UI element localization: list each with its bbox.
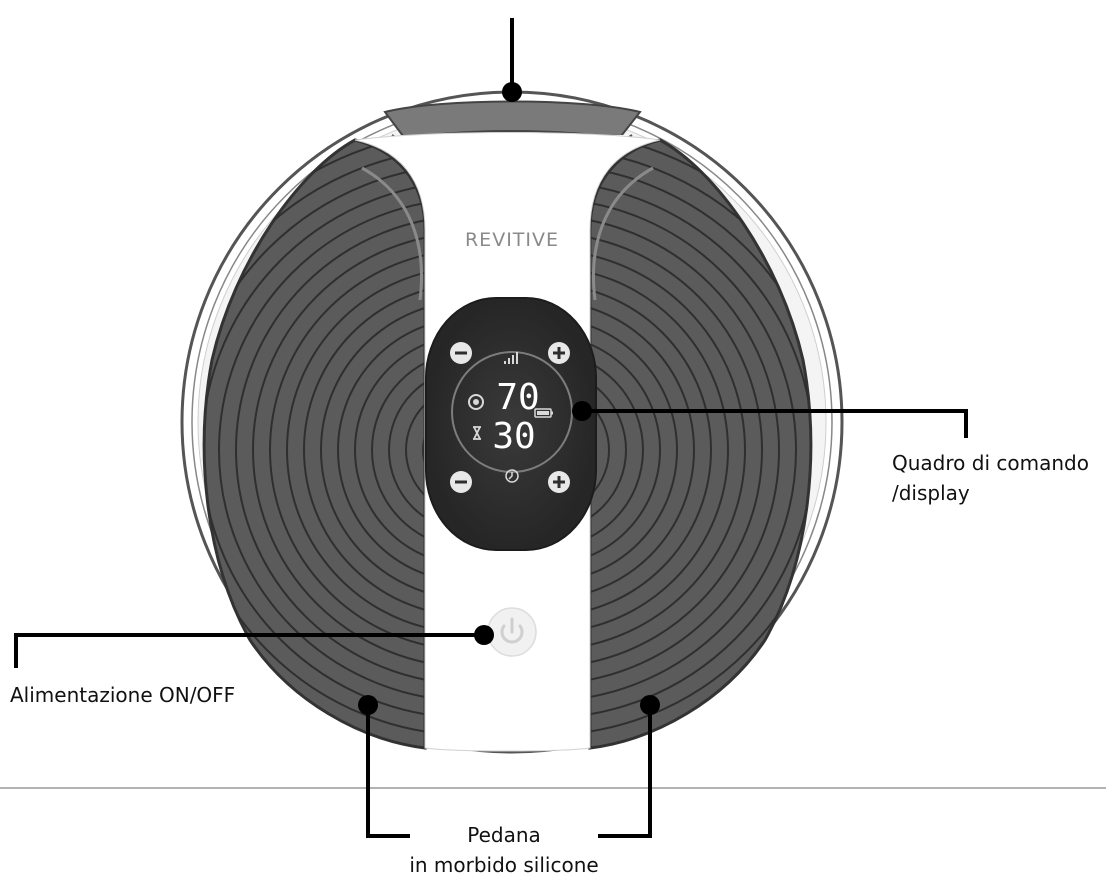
- label-power: Alimentazione ON/OFF: [10, 683, 235, 707]
- pad-ridge: [590, 317, 678, 583]
- pad-ridge: [286, 266, 425, 634]
- pad-ridge: [371, 351, 425, 549]
- pad-ridge: [590, 351, 644, 549]
- footpad-left: [202, 138, 427, 750]
- pad-ridge: [590, 385, 610, 515]
- control-panel[interactable]: 70 30: [425, 297, 597, 551]
- brand-logo: REVITIVE: [465, 229, 559, 251]
- label-footpad-line2: in morbido silicone: [409, 853, 598, 877]
- pad-ridge: [337, 317, 425, 583]
- intensity-value: 70: [496, 377, 539, 418]
- pad-ridge: [590, 334, 661, 566]
- battery-icon: [534, 408, 553, 418]
- pad-ridge: [590, 300, 695, 600]
- pad-ridge: [590, 283, 712, 617]
- pad-ridge: [590, 249, 746, 651]
- intensity-icon: [468, 394, 484, 410]
- pad-ridge: [590, 198, 797, 702]
- minus-icon[interactable]: [450, 342, 472, 364]
- timer-icon: [473, 426, 481, 440]
- callout-footpad: [358, 695, 660, 838]
- label-control-panel-line2: /display: [892, 481, 970, 505]
- callout-handle: [502, 18, 522, 102]
- pad-ridge: [388, 368, 425, 532]
- label-footpad-line1: Pedana: [467, 823, 541, 847]
- pad-ridge: [252, 232, 425, 668]
- pad-ridge: [354, 334, 425, 566]
- pad-ridge: [218, 198, 425, 702]
- pad-ridge: [590, 215, 780, 685]
- callout-control-panel: [572, 401, 968, 438]
- pad-ridge: [590, 232, 763, 668]
- pad-ridge: [590, 368, 627, 532]
- power-button[interactable]: [487, 607, 537, 657]
- pad-ridge: [269, 249, 425, 651]
- minus-icon[interactable]: [450, 471, 472, 493]
- signal-bars-icon: [504, 352, 518, 364]
- pad-ridge: [422, 402, 425, 498]
- pad-ridge: [303, 283, 425, 617]
- label-control-panel-line1: Quadro di comando: [892, 451, 1089, 475]
- pad-ridge: [320, 300, 425, 600]
- clock-icon: [505, 469, 519, 483]
- time-value: 30: [492, 416, 535, 457]
- pad-ridge: [590, 266, 729, 634]
- callout-power: [14, 625, 494, 668]
- pad-ridge: [235, 215, 425, 685]
- pad-ridge: [405, 385, 425, 515]
- plus-icon[interactable]: [548, 342, 570, 364]
- plus-icon[interactable]: [548, 471, 570, 493]
- power-icon: [500, 617, 524, 644]
